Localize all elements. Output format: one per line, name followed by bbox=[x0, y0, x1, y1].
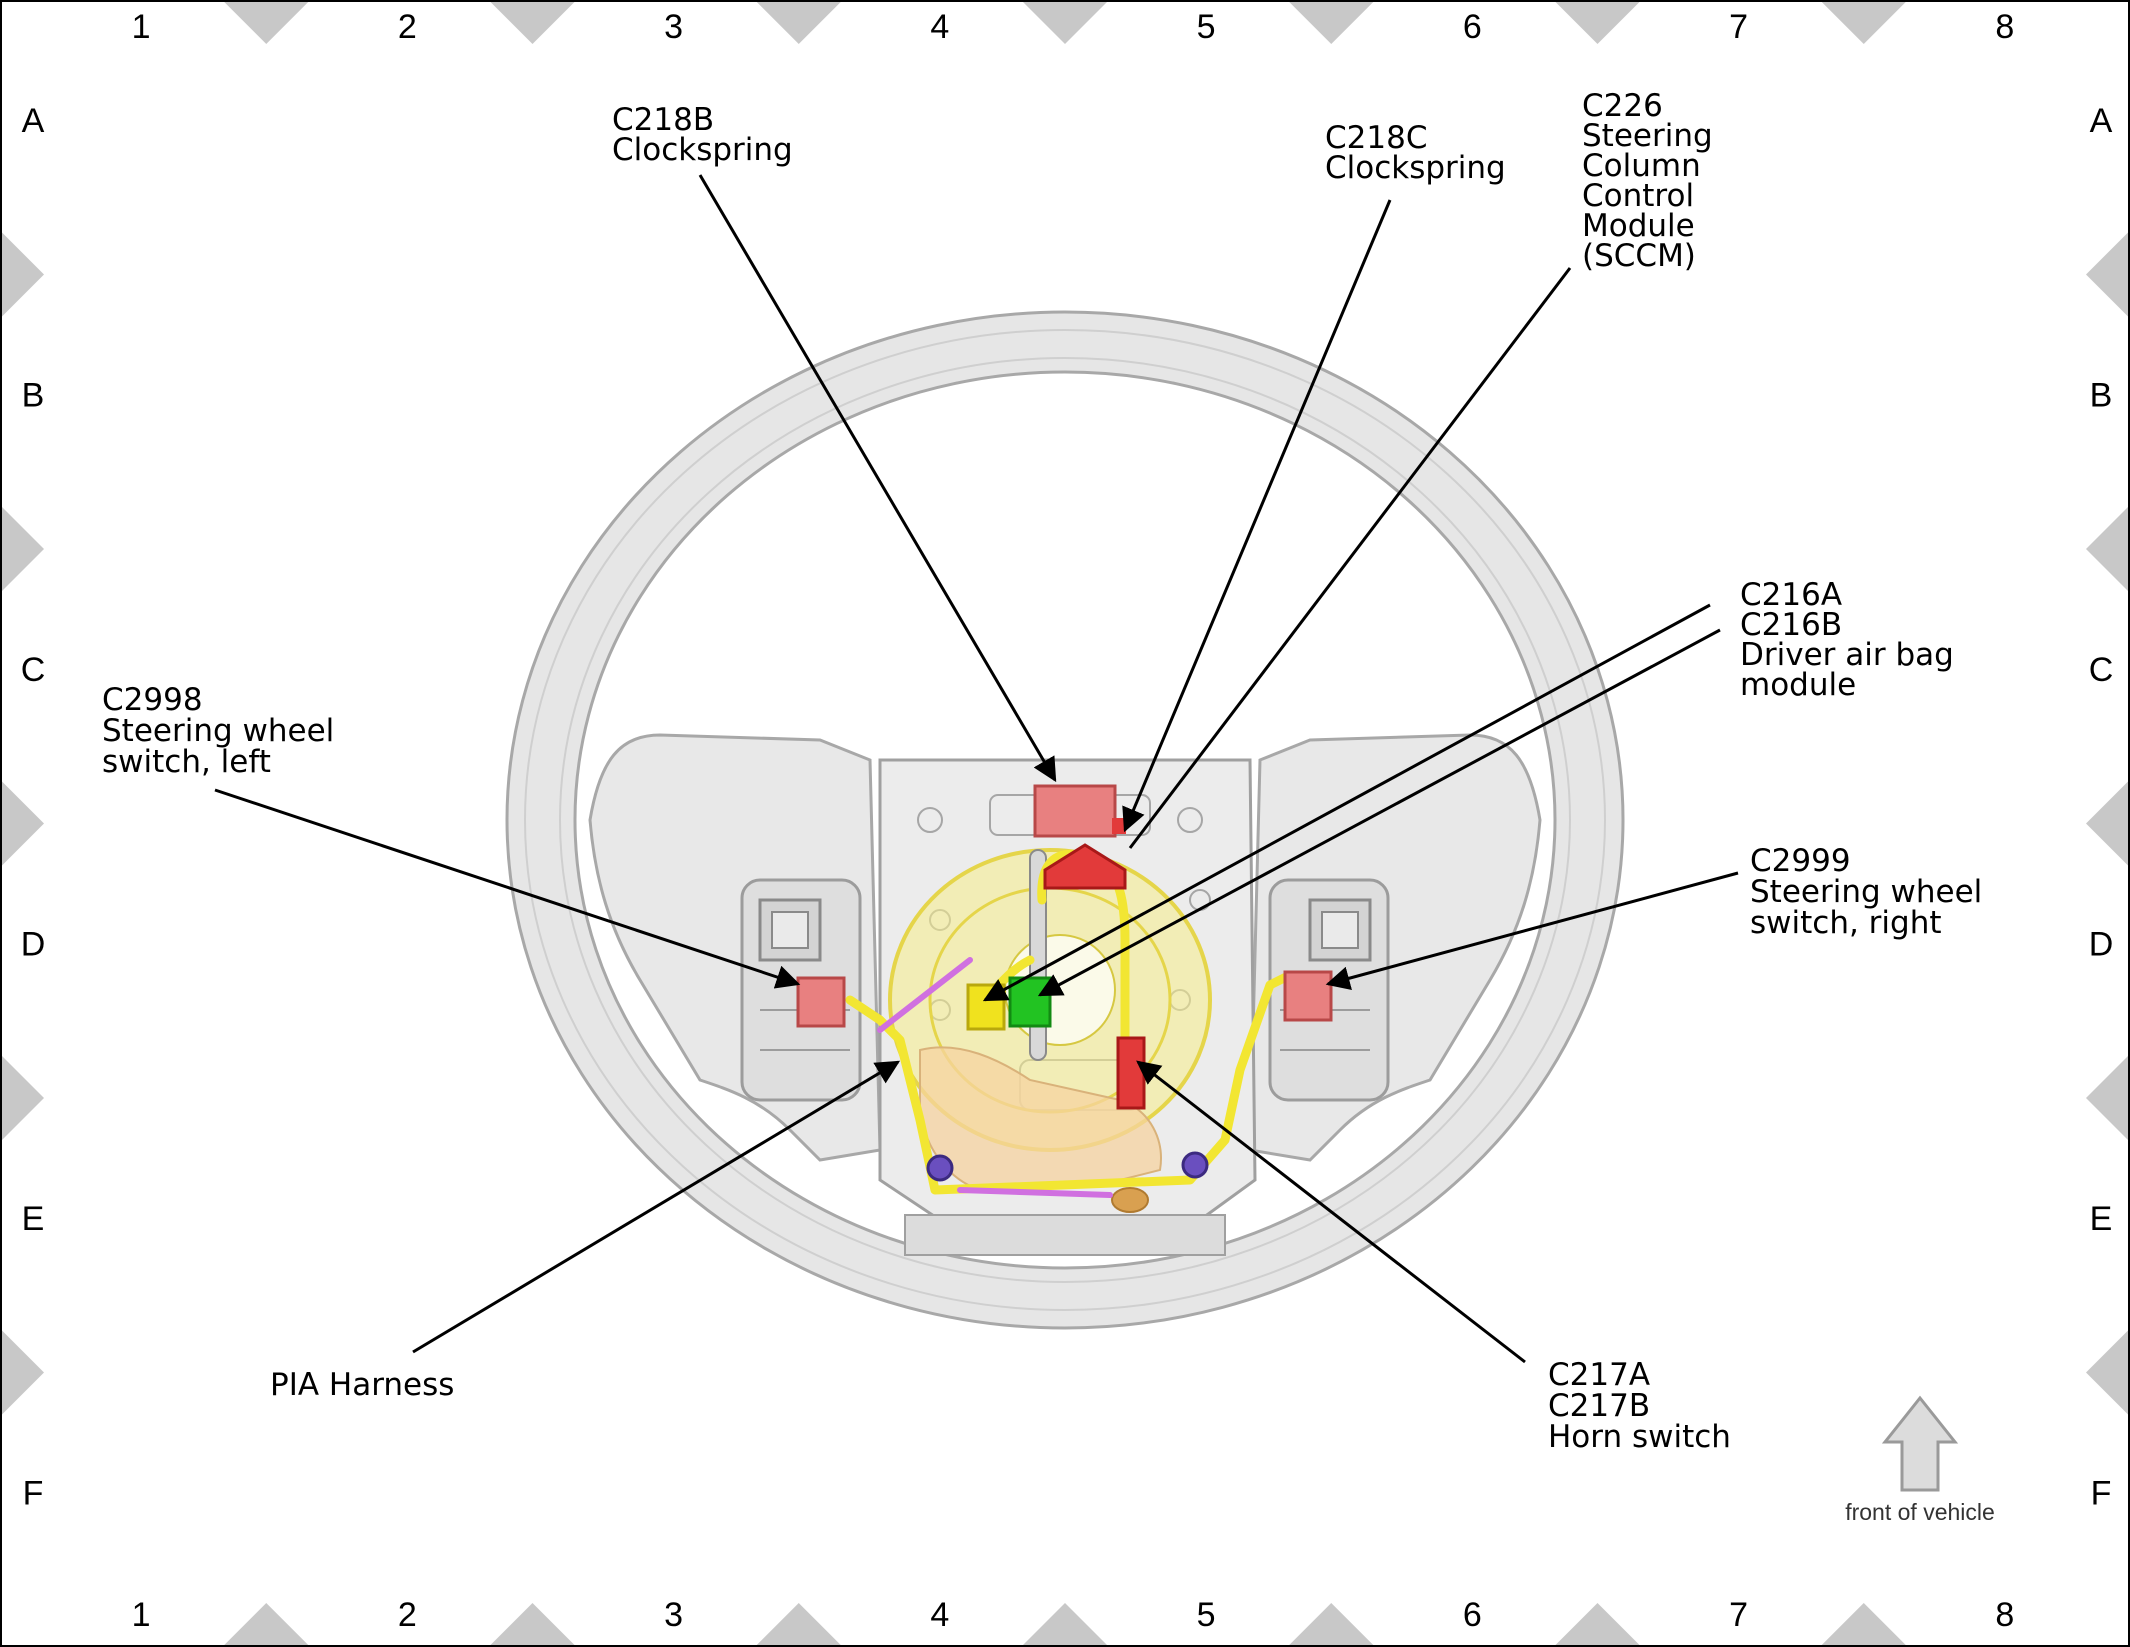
grid-column-label-bottom: 5 bbox=[1197, 1596, 1216, 1634]
c216-callout: C216A C216B Driver air bag module bbox=[1740, 577, 1964, 703]
grid-marker-left bbox=[2, 781, 44, 866]
steering-wheel-rim bbox=[505, 310, 1625, 1330]
grid-marker-right bbox=[2086, 781, 2128, 866]
grid-marker-bottom bbox=[756, 1603, 841, 1645]
grid-row-labels-right: A B C D E F bbox=[2089, 102, 2114, 1513]
c218c-connector bbox=[1043, 843, 1127, 890]
grid-marker-right bbox=[2086, 1330, 2128, 1415]
c216b-connector bbox=[1008, 976, 1052, 1028]
grid-row-label-right: E bbox=[2090, 1200, 2113, 1238]
grid-column-label-top: 8 bbox=[1995, 8, 2014, 46]
grid-marker-top bbox=[1289, 2, 1374, 44]
grid-marker-bottom bbox=[1555, 1603, 1640, 1645]
grid-row-label-left: C bbox=[21, 651, 46, 689]
grid-column-label-bottom: 2 bbox=[398, 1596, 417, 1634]
c217-callout: C217A C217B Horn switch bbox=[1548, 1357, 1731, 1455]
c226-callout: C226 Steering Column Control Module (SCC… bbox=[1582, 88, 1723, 274]
grid-column-label-top: 4 bbox=[930, 8, 949, 46]
grid-column-label-top: 6 bbox=[1463, 8, 1482, 46]
grid-row-label-left: E bbox=[22, 1200, 45, 1238]
grid-marker-bottom bbox=[490, 1603, 575, 1645]
grid-marker-top bbox=[756, 2, 841, 44]
grid-row-label-right: C bbox=[2089, 651, 2114, 689]
grid-row-label-left: D bbox=[21, 925, 46, 963]
grid-row-label-left: B bbox=[22, 376, 45, 414]
grid-marker-right bbox=[2086, 507, 2128, 591]
grid-marker-left bbox=[2, 1330, 44, 1415]
c218b-connector bbox=[1033, 784, 1117, 838]
grid-marker-top bbox=[1023, 2, 1107, 44]
pia-harness-callout: PIA Harness bbox=[270, 1367, 454, 1403]
grid-row-labels-left: A B C D E F bbox=[21, 102, 46, 1513]
grid-marker-right bbox=[2086, 1056, 2128, 1140]
grid-column-label-bottom: 7 bbox=[1729, 1596, 1748, 1634]
c2999-connector bbox=[1283, 970, 1333, 1022]
grid-column-label-bottom: 8 bbox=[1995, 1596, 2014, 1634]
c226-leader bbox=[1128, 267, 1572, 849]
c218c-leader bbox=[1122, 199, 1392, 833]
grid-marker-left bbox=[2, 1056, 44, 1140]
grid-column-label-bottom: 6 bbox=[1463, 1596, 1482, 1634]
grid-marker-bottom bbox=[1289, 1603, 1374, 1645]
grid-column-label-top: 7 bbox=[1729, 8, 1748, 46]
grid-marker-left bbox=[2, 232, 44, 317]
grid-marker-top bbox=[1821, 2, 1906, 44]
grid-row-label-right: D bbox=[2089, 925, 2114, 963]
grid-marker-bottom bbox=[224, 1603, 309, 1645]
grid-column-label-bottom: 3 bbox=[664, 1596, 683, 1634]
grid-row-label-left: F bbox=[23, 1474, 44, 1512]
grid-column-label-top: 1 bbox=[132, 8, 151, 46]
pia-harness-leader bbox=[412, 1060, 901, 1354]
grid-column-label-top: 3 bbox=[664, 8, 683, 46]
front-of-vehicle-indicator: front of vehicle bbox=[1845, 1395, 1995, 1525]
c218c-callout: C218C Clockspring bbox=[1325, 120, 1506, 186]
c226-connector bbox=[1112, 818, 1126, 834]
c218b-leader bbox=[698, 174, 1057, 783]
grid-row-label-right: A bbox=[2090, 102, 2113, 140]
front-of-vehicle-label: front of vehicle bbox=[1845, 1499, 1995, 1525]
grid-column-label-top: 2 bbox=[398, 8, 417, 46]
c218b-callout: C218B Clockspring bbox=[612, 102, 793, 168]
grid-marker-top bbox=[1555, 2, 1640, 44]
grid-row-label-right: B bbox=[2090, 376, 2113, 414]
c2998-connector bbox=[796, 976, 846, 1028]
grid-row-label-left: A bbox=[22, 102, 45, 140]
c217-leader bbox=[1136, 1060, 1526, 1364]
grid-marker-right bbox=[2086, 232, 2128, 317]
grid-column-labels-top: 1 2 3 4 5 6 7 8 bbox=[132, 8, 2015, 46]
grid-marker-top bbox=[224, 2, 309, 44]
grid-marker-left bbox=[2, 507, 44, 591]
c2999-leader bbox=[1325, 871, 1739, 990]
grid-marker-top bbox=[490, 2, 575, 44]
c216a-leader bbox=[982, 603, 1711, 1002]
leader-lines bbox=[214, 174, 1739, 1364]
c2998-leader bbox=[214, 788, 801, 989]
grid-column-label-bottom: 1 bbox=[132, 1596, 151, 1634]
steering-wheel-illustration bbox=[505, 310, 1625, 1330]
grid-marker-bottom bbox=[1821, 1603, 1906, 1645]
grid-column-labels-bottom: 1 2 3 4 5 6 7 8 bbox=[132, 1596, 2015, 1634]
c2998-callout: C2998 Steering wheel switch, left bbox=[102, 682, 344, 780]
up-arrow-icon bbox=[1881, 1395, 1959, 1492]
c217-connector bbox=[1116, 1036, 1146, 1110]
c216b-leader bbox=[1037, 628, 1721, 997]
c2999-callout: C2999 Steering wheel switch, right bbox=[1750, 843, 1992, 941]
grid-column-label-top: 5 bbox=[1197, 8, 1216, 46]
grid-column-label-bottom: 4 bbox=[930, 1596, 949, 1634]
grid-row-label-right: F bbox=[2091, 1474, 2112, 1512]
grid-marker-bottom bbox=[1023, 1603, 1107, 1645]
